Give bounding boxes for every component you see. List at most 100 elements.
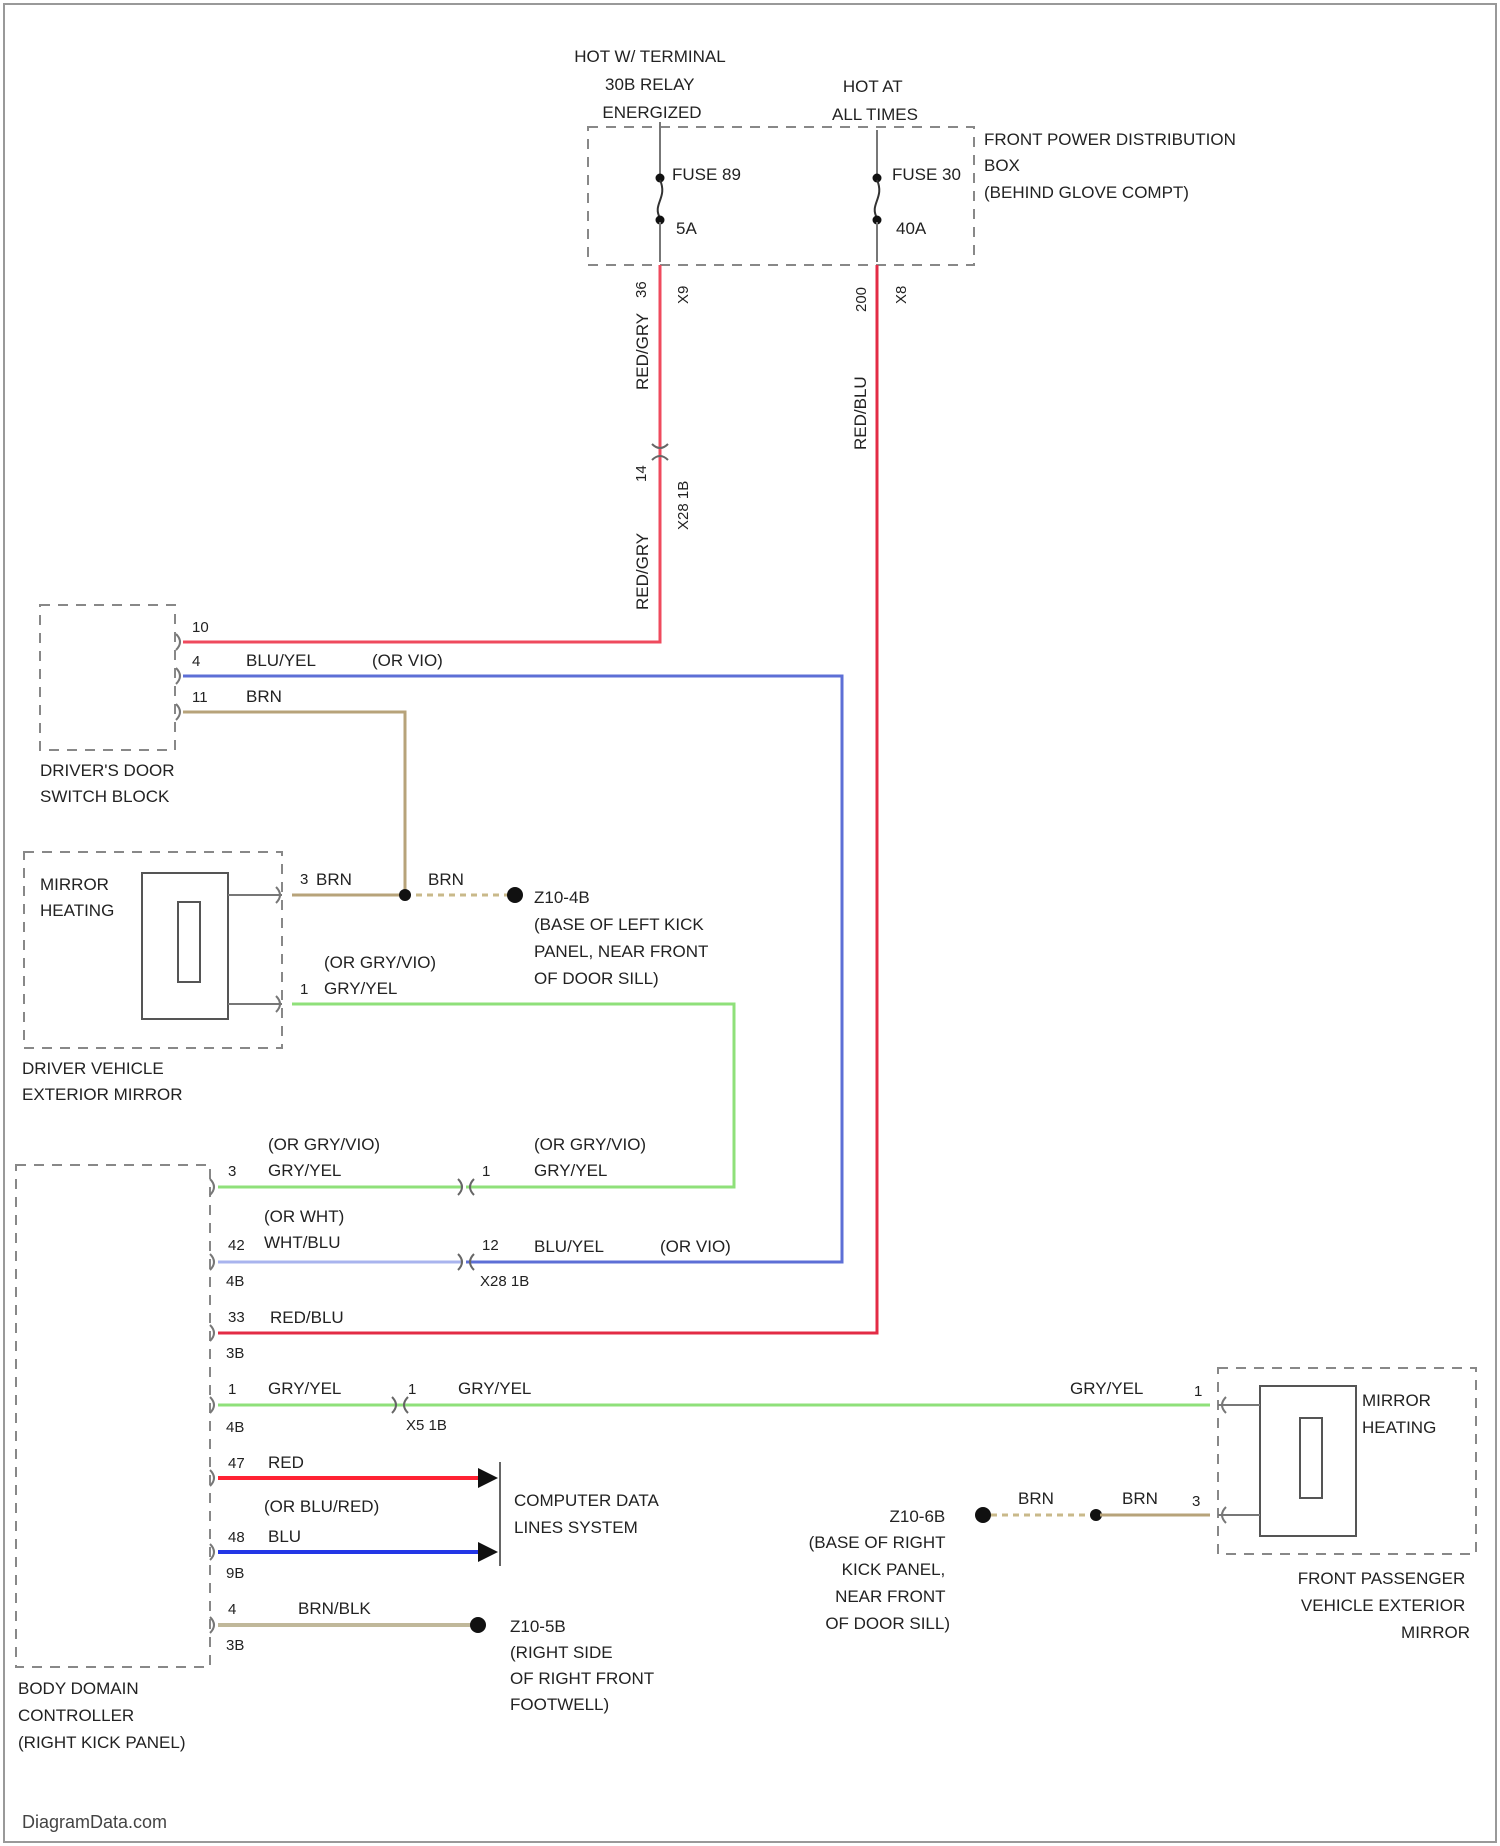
svg-text:4: 4 — [228, 1601, 236, 1618]
ground-point-right — [975, 1507, 991, 1523]
svg-text:48: 48 — [228, 1529, 245, 1546]
feed-right-label: HOT AT ALL TIMES — [832, 77, 918, 124]
svg-text:4B: 4B — [226, 1273, 244, 1290]
wire-gry-yel-label-x28: GRY/YEL — [534, 1161, 607, 1180]
wire-red-gry-label-lower: RED/GRY — [633, 533, 652, 610]
wire-red-blu-label-vertical: RED/BLU — [851, 376, 870, 450]
x28-lower-name: X28 1B — [480, 1273, 529, 1290]
x28-lower-pin-bottom: 12 — [482, 1237, 499, 1254]
watermark: DiagramData.com — [22, 1812, 167, 1832]
fuse-30-symbol — [875, 180, 880, 218]
wire-brn-door — [183, 712, 405, 895]
fuse-box-pin-right-a: 200 — [853, 287, 870, 312]
fuse-89-name: FUSE 89 — [672, 165, 741, 184]
ground-point-left — [507, 887, 523, 903]
body-domain-controller: 3 42 4B 33 3B 1 4B 47 48 9B 4 3B BODY DO… — [16, 1163, 245, 1752]
driver-mirror-heating-label: MIRROR HEATING — [40, 875, 114, 920]
feed-left-label: HOT W/ TERMINAL 30B RELAY ENERGIZED — [574, 47, 730, 122]
wire-blu-yel-label-bottom: BLU/YEL — [534, 1237, 604, 1256]
svg-text:3: 3 — [228, 1163, 236, 1180]
fuse-box-name: FRONT POWER DISTRIBUTION BOX (BEHIND GLO… — [984, 130, 1241, 202]
svg-text:1: 1 — [228, 1381, 236, 1398]
wire-blu-label: BLU — [268, 1527, 301, 1546]
fuse-30-rating: 40A — [896, 219, 927, 238]
passenger-mirror-name: FRONT PASSENGER VEHICLE EXTERIOR MIRROR — [1298, 1569, 1470, 1642]
fuse-box-outline — [588, 127, 974, 265]
x5-name: X5 1B — [406, 1417, 447, 1434]
svg-text:3B: 3B — [226, 1637, 244, 1654]
svg-text:4B: 4B — [226, 1419, 244, 1436]
wire-red-gry-label-upper: RED/GRY — [633, 313, 652, 390]
driver-mirror-pin-1: 1 — [300, 981, 308, 998]
wire-gry-yel-driver-mirror — [292, 1004, 734, 1187]
wire-wht-blu-label: WHT/BLU — [264, 1233, 341, 1252]
svg-text:3B: 3B — [226, 1345, 244, 1362]
wire-red-blu-label-horizontal: RED/BLU — [270, 1308, 344, 1327]
wire-brn-ground-label: BRN — [428, 870, 464, 889]
fuse-30-name: FUSE 30 — [892, 165, 961, 184]
fuse-89-rating: 5A — [676, 219, 697, 238]
fuse-box-pin-right-b: X8 — [893, 286, 910, 304]
bdc-pin-48: 48 9B — [226, 1529, 245, 1582]
wire-gry-yel-label-mid: GRY/YEL — [458, 1379, 531, 1398]
wire-brn-mirror-label: BRN — [316, 870, 352, 889]
x28-inline-pin: 14 — [633, 465, 650, 482]
driver-mirror-name: DRIVER VEHICLE EXTERIOR MIRROR — [22, 1059, 183, 1104]
drivers-door-switch-block: 10 4 11 DRIVER'S DOOR SWITCH BLOCK — [40, 605, 209, 806]
wire-or-vio-label-bottom: (OR VIO) — [660, 1237, 731, 1256]
fuse-box-pin-left-a: 36 — [633, 281, 650, 298]
fuse-89-symbol — [658, 180, 663, 218]
ground-left-label: Z10-4B (BASE OF LEFT KICK PANEL, NEAR FR… — [534, 888, 713, 988]
splice-point-left — [399, 889, 411, 901]
driver-mirror-heater-element — [178, 902, 200, 982]
wire-gry-yel-label-bdc: GRY/YEL — [268, 1161, 341, 1180]
wire-brn-right-mirror-label: BRN — [1122, 1489, 1158, 1508]
wire-or-gry-vio-label-bdc: (OR GRY/VIO) — [268, 1135, 380, 1154]
drivers-door-outline — [40, 605, 175, 750]
wire-brn-door-label: BRN — [246, 687, 282, 706]
ground-rf-label: Z10-5B (RIGHT SIDE OF RIGHT FRONT FOOTWE… — [510, 1617, 659, 1714]
wire-red-gry — [183, 265, 660, 642]
x28-lower-pin-top: 1 — [482, 1163, 490, 1180]
svg-text:33: 33 — [228, 1309, 245, 1326]
svg-text:47: 47 — [228, 1455, 245, 1472]
wire-red-label: RED — [268, 1453, 304, 1472]
passenger-mirror-outline — [1218, 1368, 1476, 1554]
wire-or-gry-vio-label-x28: (OR GRY/VIO) — [534, 1135, 646, 1154]
wire-gry-yel-label-bdc-pin1: GRY/YEL — [268, 1379, 341, 1398]
x5-pin: 1 — [408, 1381, 416, 1398]
bdc-pin-1: 1 4B — [226, 1381, 244, 1436]
drivers-door-pin-4: 4 — [192, 653, 200, 670]
bdc-outline — [16, 1165, 210, 1667]
passenger-mirror-pin-1: 1 — [1194, 1383, 1202, 1400]
drivers-door-name: DRIVER'S DOOR SWITCH BLOCK — [40, 761, 179, 806]
driver-mirror-heater-box — [142, 873, 228, 1019]
svg-text:42: 42 — [228, 1237, 245, 1254]
driver-vehicle-exterior-mirror: MIRROR HEATING 3 1 DRIVER VEHICLE EXTERI… — [22, 852, 308, 1104]
ground-point-rf — [470, 1617, 486, 1633]
drivers-door-pin-10: 10 — [192, 619, 209, 636]
wire-or-wht-label: (OR WHT) — [264, 1207, 344, 1226]
x28-inline-name: X28 1B — [675, 481, 692, 530]
bdc-pin-33: 33 3B — [226, 1309, 245, 1362]
wire-gry-yel-label-passenger: GRY/YEL — [1070, 1379, 1143, 1398]
wire-blu-yel-label-top: BLU/YEL — [246, 651, 316, 670]
wire-gry-yel-label-mirror: GRY/YEL — [324, 979, 397, 998]
wire-brn-blk-label: BRN/BLK — [298, 1599, 371, 1618]
front-passenger-vehicle-exterior-mirror: 1 3 MIRROR HEATING FRONT PASSENGER VEHIC… — [1192, 1368, 1476, 1642]
bdc-pin-47: 47 — [228, 1455, 245, 1472]
ground-right-label: Z10-6B (BASE OF RIGHT KICK PANEL, NEAR F… — [809, 1507, 950, 1633]
wire-brn-right-ground-label: BRN — [1018, 1489, 1054, 1508]
passenger-mirror-heating-label: MIRROR HEATING — [1362, 1391, 1436, 1437]
passenger-mirror-heater-element — [1300, 1418, 1322, 1498]
connector-marks — [176, 634, 1226, 1633]
svg-text:9B: 9B — [226, 1565, 244, 1582]
arrow-red-data — [478, 1468, 498, 1488]
arrow-blu-data — [478, 1542, 498, 1562]
front-power-distribution-box: HOT W/ TERMINAL 30B RELAY ENERGIZED HOT … — [574, 47, 1240, 312]
wire-or-blu-red-label: (OR BLU/RED) — [264, 1497, 379, 1516]
driver-mirror-pin-3: 3 — [300, 871, 308, 888]
passenger-mirror-heater-box — [1260, 1386, 1356, 1536]
wire-or-gry-vio-label-mirror: (OR GRY/VIO) — [324, 953, 436, 972]
